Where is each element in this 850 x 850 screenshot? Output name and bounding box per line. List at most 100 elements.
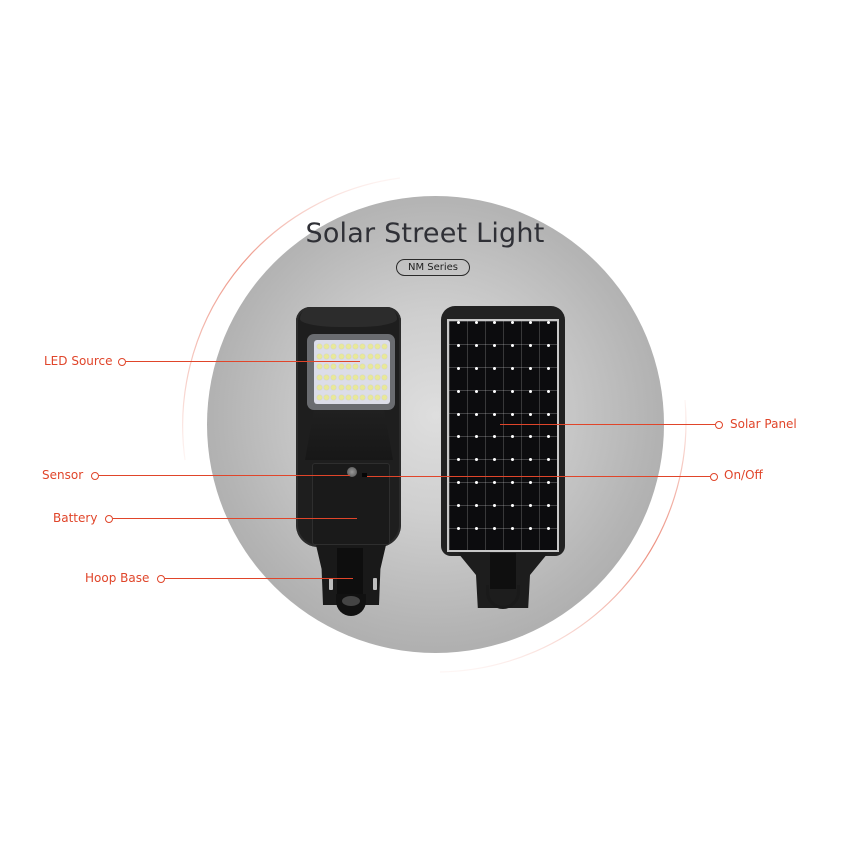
solar-cell-node — [492, 412, 496, 416]
led-chip — [367, 354, 373, 360]
callout-ring-icon — [715, 421, 723, 429]
solar-cell-node — [474, 412, 478, 416]
led-chip — [345, 374, 351, 380]
led-chip — [338, 394, 344, 400]
solar-cell-node — [510, 412, 514, 416]
solar-cell-node — [456, 321, 460, 324]
solar-cell-node — [546, 481, 550, 485]
solar-cell-node — [492, 527, 496, 531]
callout-label: LED Source — [44, 354, 113, 368]
led-chip — [382, 364, 388, 370]
led-chip — [331, 384, 337, 390]
light-sensor-icon — [347, 467, 357, 477]
led-chip — [345, 364, 351, 370]
led-chip — [345, 344, 351, 350]
led-chip — [331, 394, 337, 400]
solar-cell-node — [492, 389, 496, 393]
callout-line — [99, 475, 350, 476]
led-chip — [331, 354, 337, 360]
solar-cell-node — [456, 366, 460, 370]
led-chip — [382, 384, 388, 390]
led-chip — [382, 344, 388, 350]
led-chip — [375, 374, 381, 380]
led-chip — [316, 374, 322, 380]
solar-cell-node — [510, 458, 514, 462]
led-chip — [316, 394, 322, 400]
led-chip — [375, 384, 381, 390]
led-chip — [360, 344, 366, 350]
led-chip — [375, 354, 381, 360]
callout-label: Sensor — [42, 468, 84, 482]
callout-ring-icon — [105, 515, 113, 523]
solar-cell-node — [456, 412, 460, 416]
led-chip — [338, 384, 344, 390]
solar-cell-node — [546, 389, 550, 393]
solar-cell-grid — [449, 321, 557, 550]
solar-cell-node — [510, 504, 514, 508]
led-chip — [316, 354, 322, 360]
series-badge: NM Series — [396, 259, 470, 276]
led-chip — [353, 384, 359, 390]
led-chip — [360, 354, 366, 360]
solar-cell-node — [546, 527, 550, 531]
solar-cell-node — [510, 435, 514, 439]
led-chip — [367, 374, 373, 380]
solar-cell-node — [474, 481, 478, 485]
solar-cell-node — [528, 481, 532, 485]
led-chip — [360, 394, 366, 400]
led-chip — [338, 354, 344, 360]
led-chip — [375, 364, 381, 370]
hoop-base-pipe — [337, 548, 363, 598]
solar-cell-node — [546, 504, 550, 508]
solar-cell-node — [456, 435, 460, 439]
led-chip — [323, 344, 329, 350]
solar-panel — [447, 319, 559, 552]
hoop-base-opening — [342, 596, 360, 606]
solar-cell-node — [456, 527, 460, 531]
solar-cell-node — [546, 435, 550, 439]
callout-line — [113, 518, 357, 519]
solar-cell-node — [456, 389, 460, 393]
led-chip — [345, 384, 351, 390]
solar-cell-node — [474, 435, 478, 439]
solar-cell-node — [528, 389, 532, 393]
solar-cell-node — [546, 412, 550, 416]
callout-label: Solar Panel — [730, 417, 797, 431]
led-chip — [345, 354, 351, 360]
page-title: Solar Street Light — [305, 218, 545, 249]
solar-cell-node — [528, 412, 532, 416]
led-chip — [316, 384, 322, 390]
mount-bolt — [329, 578, 333, 590]
solar-cell-node — [492, 504, 496, 508]
led-chip — [345, 394, 351, 400]
led-chip — [331, 344, 337, 350]
solar-cell-node — [456, 481, 460, 485]
callout-label: Hoop Base — [85, 571, 150, 585]
callout-ring-icon — [157, 575, 165, 583]
led-chip — [360, 384, 366, 390]
solar-cell-node — [474, 389, 478, 393]
solar-cell-node — [546, 343, 550, 347]
solar-cell-node — [474, 366, 478, 370]
led-array — [314, 340, 390, 404]
solar-cell-node — [528, 458, 532, 462]
led-chip — [353, 374, 359, 380]
led-chip — [316, 364, 322, 370]
solar-cell-node — [528, 321, 532, 324]
led-chip — [367, 384, 373, 390]
solar-cell-node — [474, 458, 478, 462]
mount-bolt — [373, 578, 377, 590]
led-chip — [338, 374, 344, 380]
solar-cell-node — [528, 435, 532, 439]
solar-cell-node — [528, 504, 532, 508]
led-chip — [360, 364, 366, 370]
led-chip — [367, 394, 373, 400]
on-off-switch — [362, 473, 367, 477]
solar-cell-node — [528, 527, 532, 531]
solar-cell-node — [474, 321, 478, 324]
callout-label: On/Off — [724, 468, 763, 482]
solar-cell-node — [510, 366, 514, 370]
callout-line — [165, 578, 353, 579]
led-chip — [331, 364, 337, 370]
solar-cell-node — [528, 343, 532, 347]
